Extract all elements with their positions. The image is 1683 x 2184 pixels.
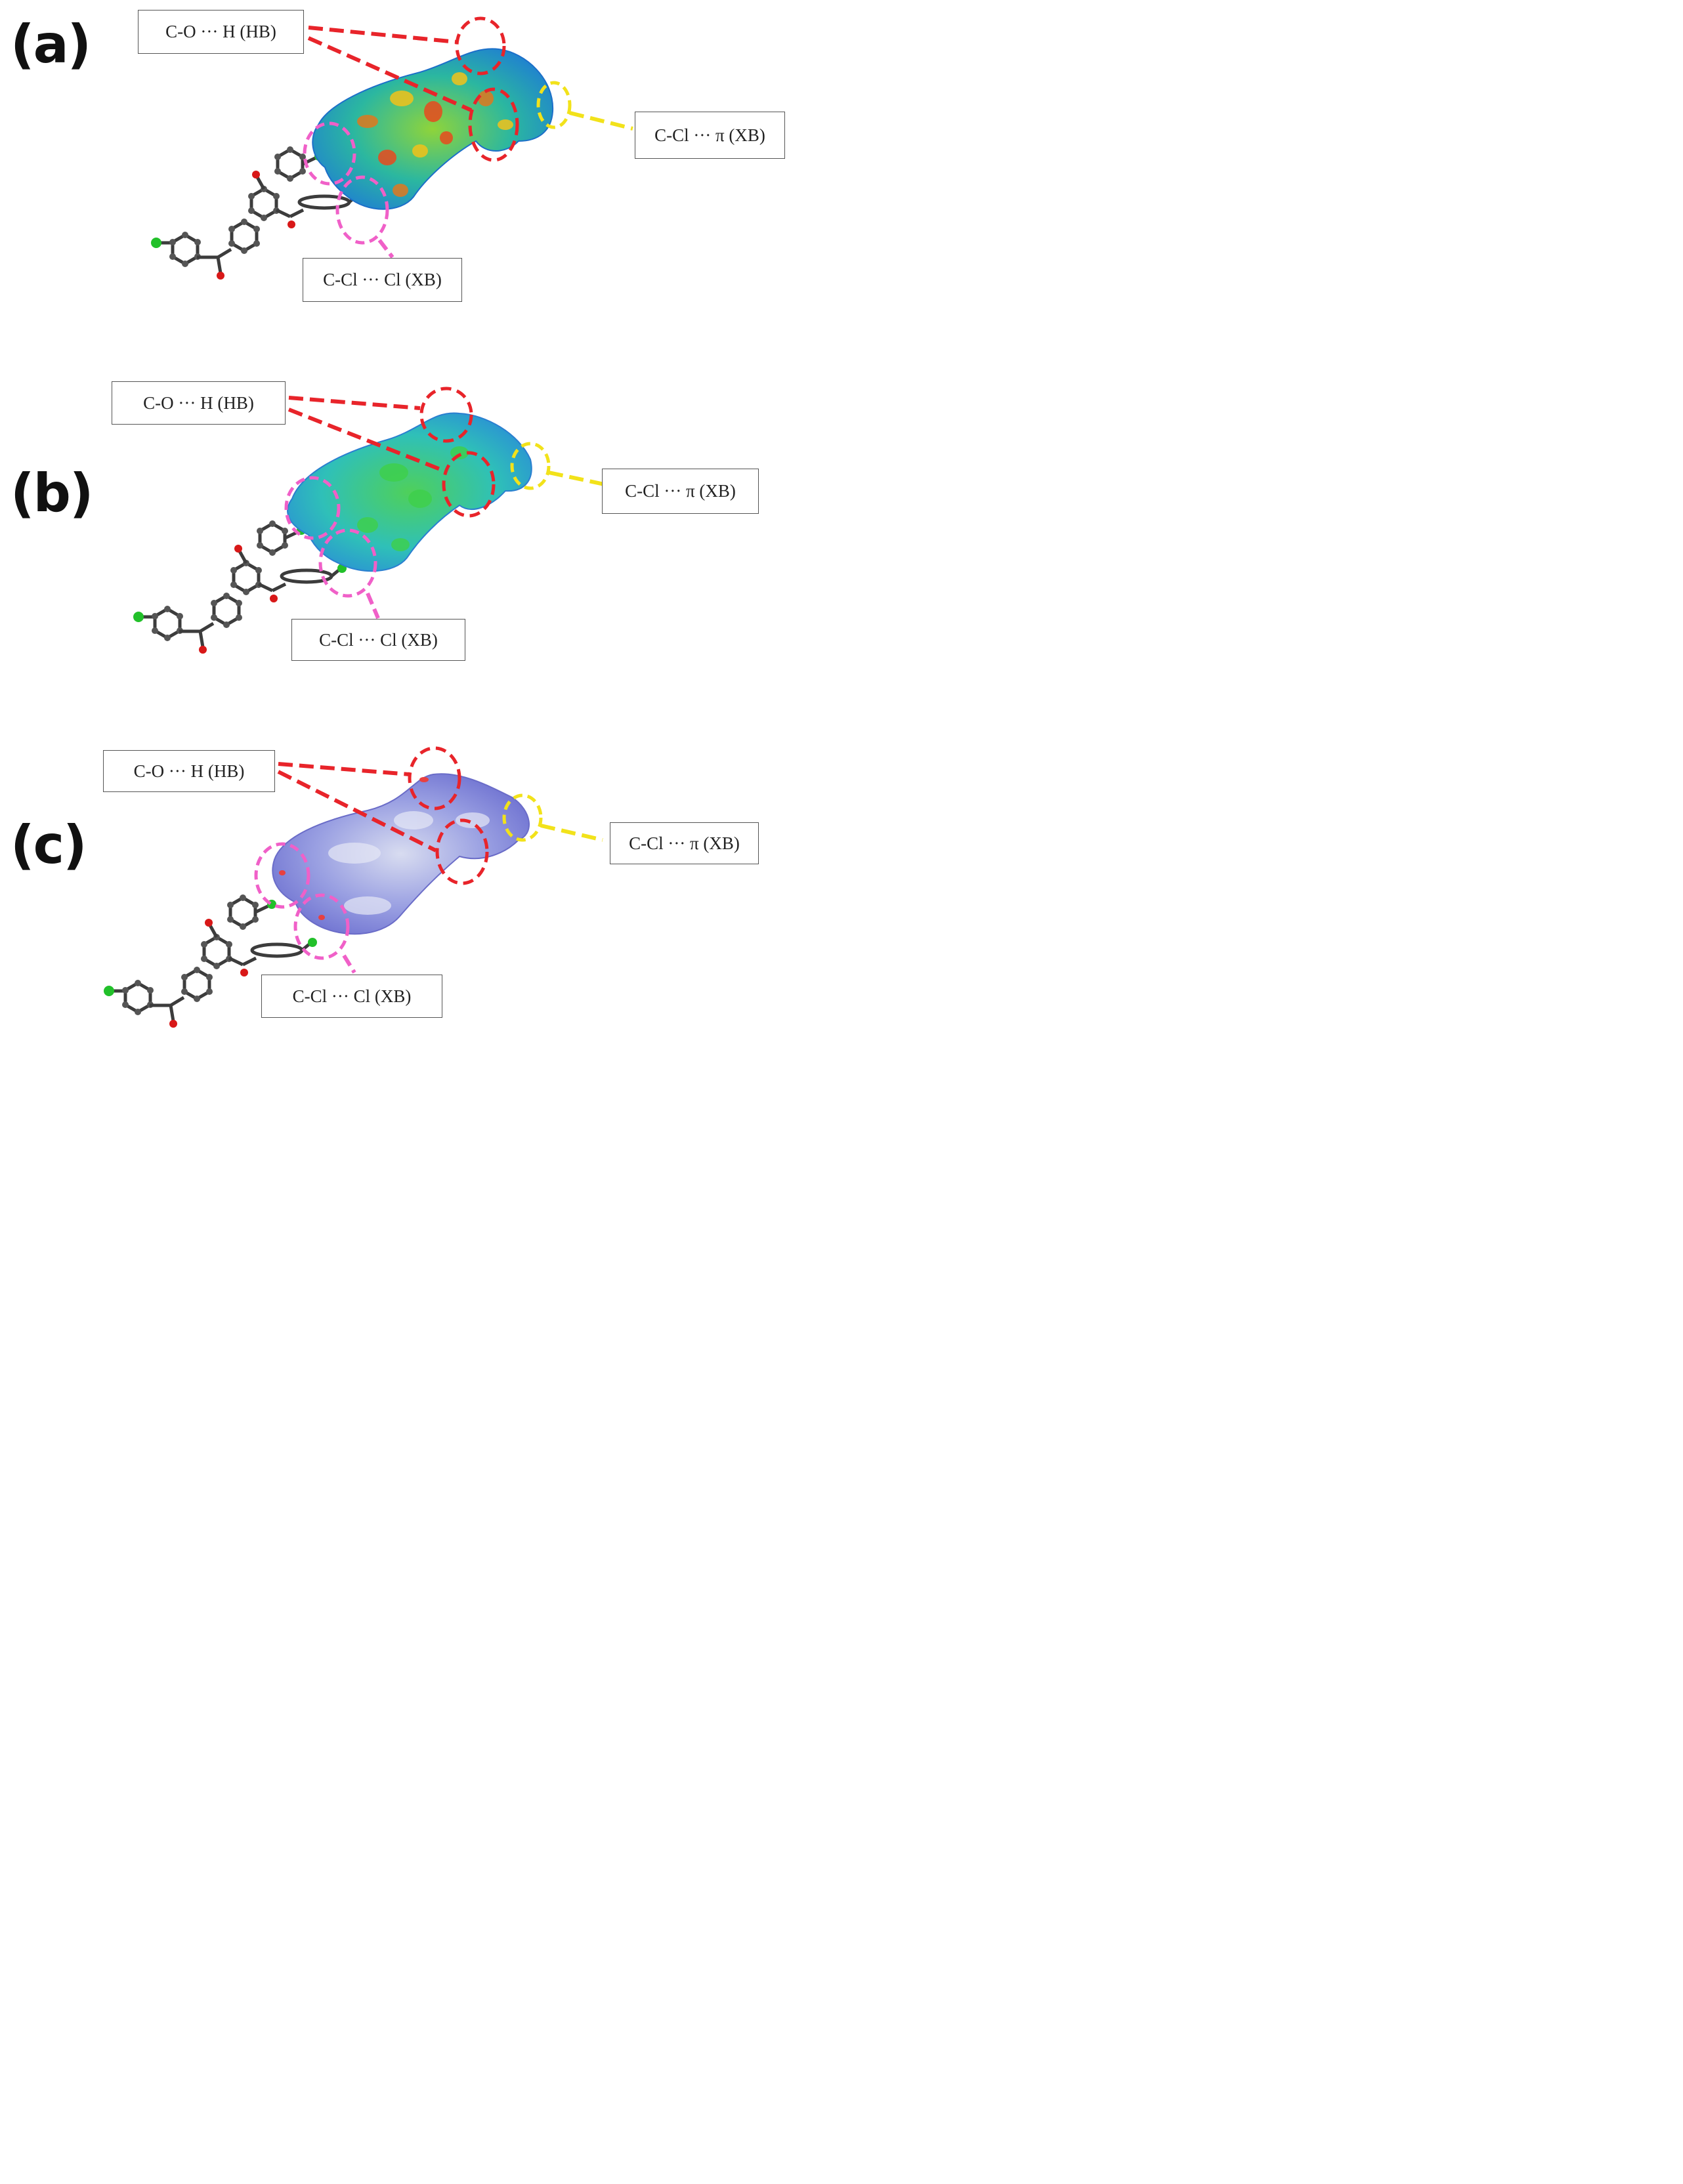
panel-b-letter: (b) bbox=[11, 463, 93, 524]
panel-b-drawing bbox=[133, 387, 611, 654]
panel-c-hb-leader-1 bbox=[278, 762, 410, 776]
panel-c-drawing bbox=[104, 746, 603, 1028]
panel-b-hb-circle-2 bbox=[442, 451, 496, 518]
panel-c-xbcl-leader bbox=[342, 954, 356, 974]
panel-c-xbpi-label: C-Cl ··· π (XB) bbox=[610, 822, 759, 864]
panel-b-xbcl-leader bbox=[366, 592, 380, 620]
panel-a-letter: (a) bbox=[11, 14, 91, 75]
panel-c-hb-label: C-O ··· H (HB) bbox=[103, 750, 275, 792]
panel-a-drawing bbox=[151, 16, 633, 280]
panel-a-surface-spots bbox=[357, 72, 513, 197]
panel-b-hb-label: C-O ··· H (HB) bbox=[112, 381, 286, 425]
panel-a-xbcl-label: C-Cl ··· Cl (XB) bbox=[303, 258, 462, 302]
panel-c-surface bbox=[272, 773, 530, 935]
panel-c-surface-shading bbox=[328, 811, 490, 915]
panel-c-xbcl-circle-2 bbox=[293, 893, 350, 960]
panel-b-hb-circle-1 bbox=[419, 387, 473, 443]
panel-a-hb-leader-2 bbox=[307, 36, 473, 112]
panel-b-xbpi-circle bbox=[510, 442, 551, 490]
panel-b-surface-spots bbox=[357, 446, 469, 551]
panel-c-xbpi-circle bbox=[502, 793, 543, 842]
panel-a-hb-label: C-O ··· H (HB) bbox=[138, 10, 304, 54]
panel-b-xbpi-leader bbox=[548, 471, 611, 488]
panel-a-xbcl-circle-1 bbox=[303, 121, 356, 186]
panel-c-xbcl-circle-1 bbox=[254, 842, 310, 909]
panel-c-red-spots bbox=[279, 777, 429, 920]
panel-b-hb-leader-1 bbox=[288, 396, 421, 410]
diagram-canvas bbox=[0, 16, 633, 1038]
panel-b-xbcl-circle-2 bbox=[318, 528, 377, 598]
panel-b-xbpi-label: C-Cl ··· π (XB) bbox=[602, 469, 759, 514]
panel-c-hb-leader-2 bbox=[277, 770, 437, 852]
panel-a-hb-circle-2 bbox=[468, 87, 519, 162]
panel-c-xbpi-leader bbox=[540, 824, 603, 842]
panel-a-hb-leader-1 bbox=[308, 26, 458, 44]
panel-b-xbcl-circle-1 bbox=[284, 476, 341, 540]
panel-a-xbcl-leader bbox=[377, 239, 394, 259]
panel-b-hb-leader-2 bbox=[288, 408, 446, 473]
figure: (a) (b) (c) bbox=[0, 0, 800, 1038]
panel-a-xbpi-label: C-Cl ··· π (XB) bbox=[635, 112, 785, 159]
panel-c-hb-circle-1 bbox=[408, 746, 461, 810]
panel-c-xbcl-label: C-Cl ··· Cl (XB) bbox=[261, 975, 442, 1018]
panel-b-surface bbox=[287, 412, 532, 572]
panel-c-letter: (c) bbox=[11, 814, 87, 875]
panel-a-xbcl-circle-2 bbox=[335, 175, 389, 245]
panel-a-xbpi-leader bbox=[569, 111, 633, 131]
panel-a-xbpi-circle bbox=[536, 81, 572, 129]
panel-b-xbcl-label: C-Cl ··· Cl (XB) bbox=[291, 619, 465, 661]
panel-a-hb-circle-1 bbox=[455, 16, 506, 75]
panel-c-hb-circle-2 bbox=[435, 818, 489, 885]
